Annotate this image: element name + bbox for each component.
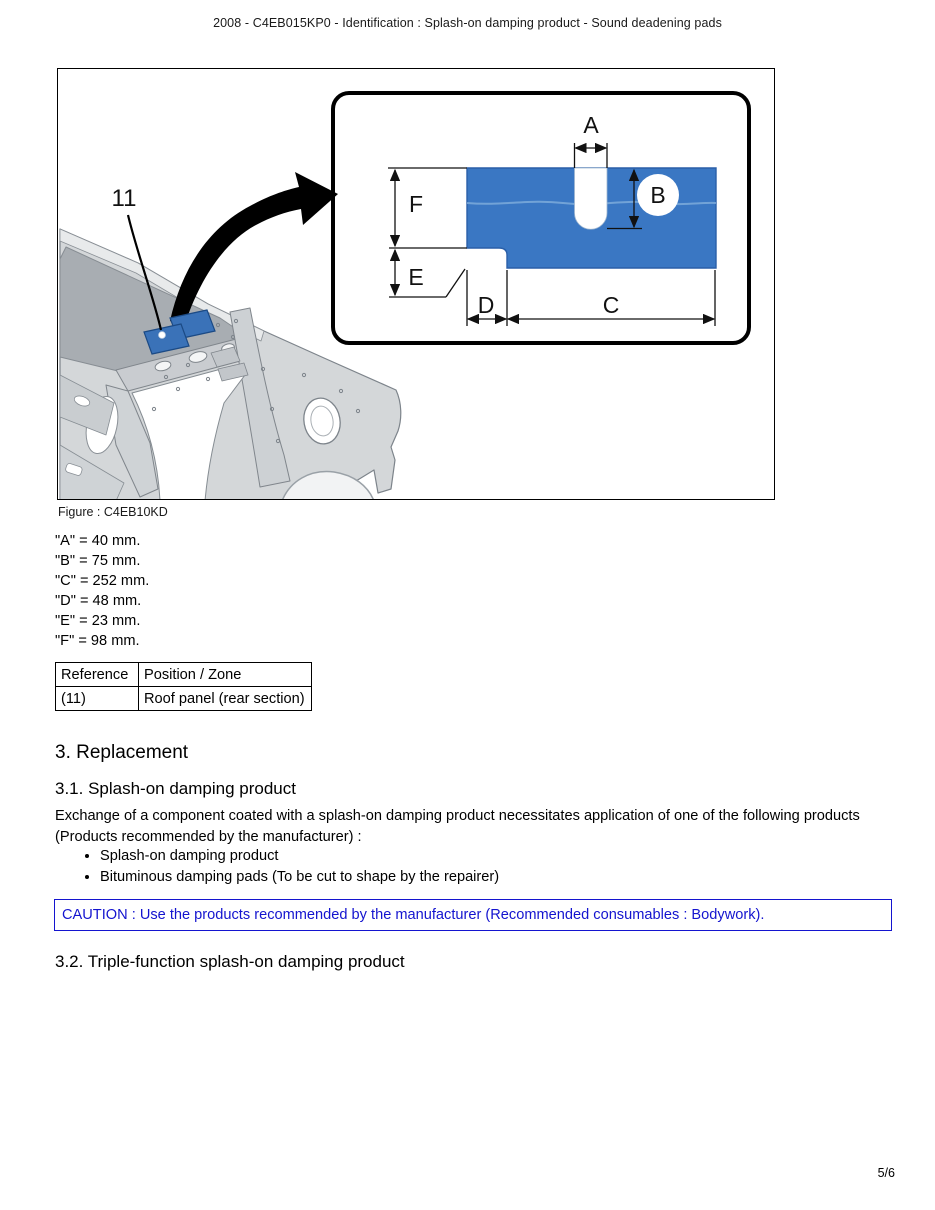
measurement-line: "B" = 75 mm. <box>55 553 141 569</box>
measurement-line: "E" = 23 mm. <box>55 613 141 629</box>
sound-deadening-pad <box>143 309 216 355</box>
section-3-heading: 3. Replacement <box>55 742 189 763</box>
table-cell-reference: (11) <box>55 686 139 711</box>
car-body-illustration <box>59 228 402 502</box>
pad-slot <box>574 167 608 230</box>
table-cell-position: Roof panel (rear section) <box>138 686 312 711</box>
shelf-slot <box>73 395 91 407</box>
header-hole <box>154 360 172 372</box>
figure-box: A B C D E F 11 <box>57 68 775 502</box>
measurement-list: "A" = 40 mm. "B" = 75 mm. "C" = 252 mm. … <box>55 531 149 651</box>
measurement-line: "D" = 48 mm. <box>55 593 142 609</box>
product-bullet-list: Splash-on damping product Bituminous dam… <box>80 846 499 887</box>
part-leader-line <box>126 214 163 331</box>
spot-weld-dots <box>151 318 361 444</box>
measurement-line: "A" = 40 mm. <box>55 533 141 549</box>
caution-box: CAUTION : Use the products recommended b… <box>54 899 892 931</box>
table-header-position: Position / Zone <box>138 662 312 687</box>
part-number-label: 11 <box>112 185 137 212</box>
shelf-slot <box>65 463 83 476</box>
figure-caption: Figure : C4EB10KD <box>58 505 168 519</box>
table-row: (11) Roof panel (rear section) <box>55 686 312 711</box>
roof-side-rail <box>59 228 265 342</box>
dim-label-a: A <box>583 112 599 138</box>
dimension-lines <box>388 142 716 326</box>
table-header-reference: Reference <box>55 662 139 687</box>
section-3-1-heading: 3.1. Splash-on damping product <box>55 779 296 798</box>
page-number: 5/6 <box>877 1166 895 1180</box>
header-hole <box>188 351 208 363</box>
dim-label-c: C <box>603 292 620 318</box>
dimension-letters: A B C D E F <box>408 112 665 318</box>
reference-table: Reference Position / Zone (11) Roof pane… <box>55 662 312 711</box>
dim-label-e: E <box>408 264 423 290</box>
dimension-diagram: A B C D E F <box>388 112 717 326</box>
bullet-item: Bituminous damping pads (To be cut to sh… <box>100 867 499 888</box>
wheel-arch <box>281 470 375 502</box>
section-3-2-heading: 3.2. Triple-function splash-on damping p… <box>55 952 405 971</box>
dim-label-d: D <box>478 292 495 318</box>
measurement-line: "F" = 98 mm. <box>55 633 140 649</box>
measurement-line: "C" = 252 mm. <box>55 573 150 589</box>
section-3-1-paragraph: Exchange of a component coated with a sp… <box>55 808 860 845</box>
bullet-item: Splash-on damping product <box>100 846 499 867</box>
leader-endpoint-dot <box>158 331 166 339</box>
quarter-panel-hole <box>303 397 341 445</box>
roof-bow-bracket-2 <box>217 362 249 382</box>
figure-illustration: A B C D E F 11 <box>59 91 751 502</box>
dim-label-f: F <box>409 191 423 217</box>
label-b-circle <box>637 174 679 216</box>
roof-bow-bracket-1 <box>210 346 241 368</box>
dim-label-b: B <box>650 182 665 208</box>
left-pillar <box>105 384 159 498</box>
document-header: 2008 - C4EB015KP0 - Identification : Spl… <box>213 16 722 30</box>
callout-arrow <box>170 172 338 327</box>
quarter-panel-hole-inner <box>310 405 334 437</box>
table-header-row: Reference Position / Zone <box>55 662 312 687</box>
